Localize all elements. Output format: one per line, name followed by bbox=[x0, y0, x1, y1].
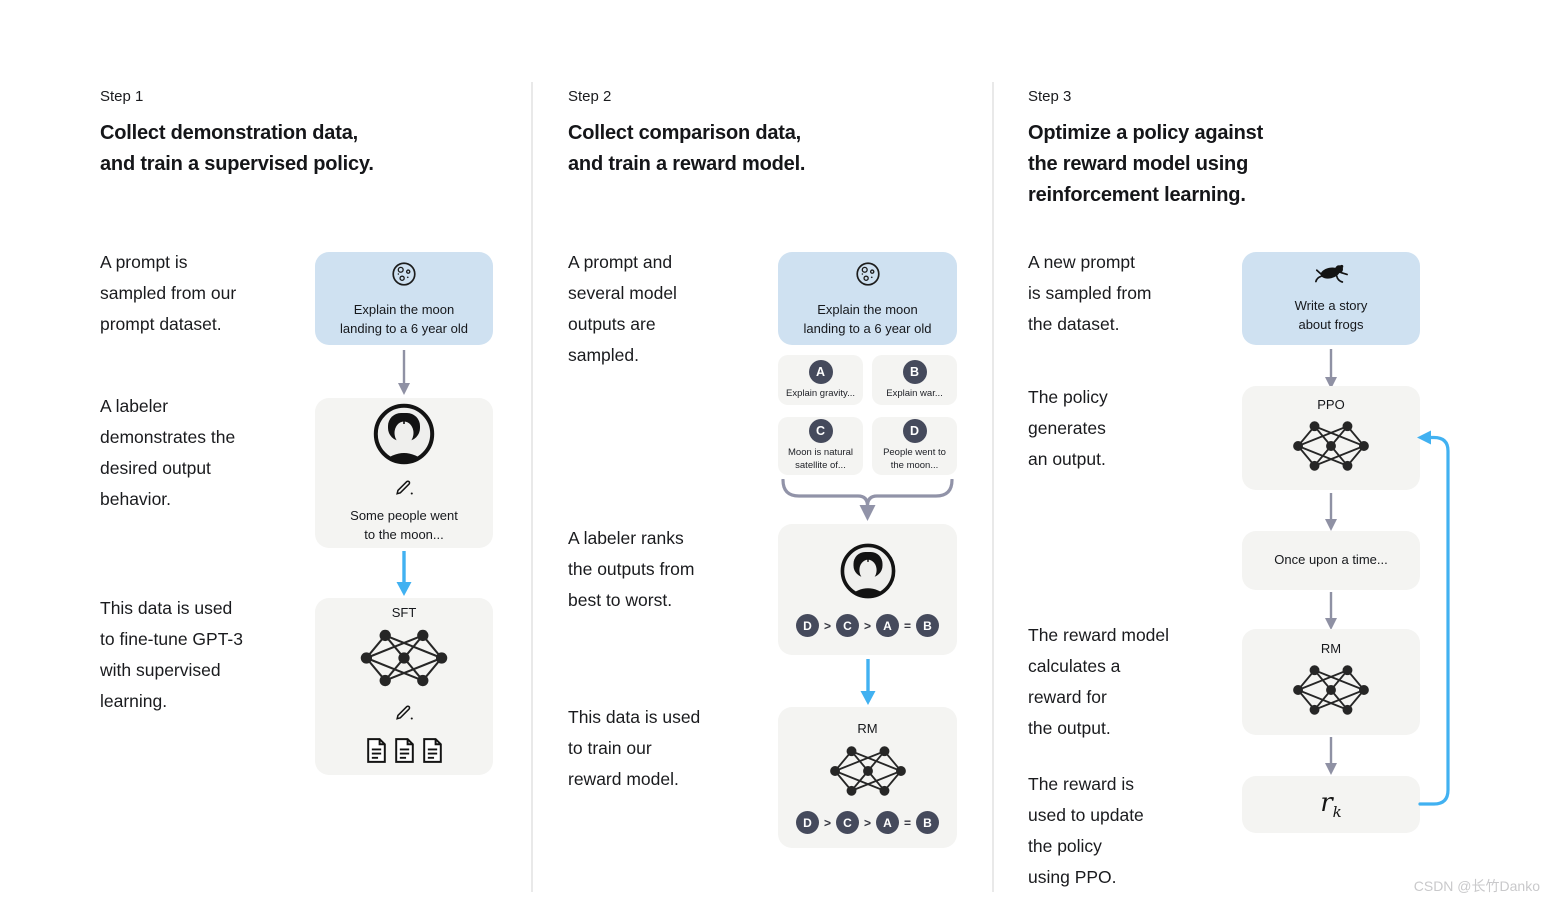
step1-caption-prompt: A prompt is sampled from our prompt data… bbox=[100, 252, 237, 334]
step1-caption-labeler: A labeler demonstrates the desired outpu… bbox=[100, 396, 236, 509]
arrow-down-icon bbox=[1325, 349, 1337, 389]
step3-prompt-box: Write a story about frogs bbox=[1242, 252, 1420, 345]
step2-caption-rank: A labeler ranks the outputs from best to… bbox=[568, 528, 695, 610]
rank-separator: > bbox=[863, 815, 871, 830]
brace-merge-arrow-icon bbox=[781, 479, 954, 521]
step3-caption-prompt: A new prompt is sampled from the dataset… bbox=[1028, 252, 1152, 334]
rank-item: D bbox=[795, 811, 819, 834]
output-badge: D bbox=[902, 419, 927, 444]
step3-reward-box: rk bbox=[1242, 776, 1420, 833]
output-card-d: D People went to the moon... bbox=[872, 417, 957, 475]
rm-label: RM bbox=[1320, 641, 1342, 656]
sft-label: SFT bbox=[391, 604, 417, 620]
step2-title: Collect comparison data, and train a rew… bbox=[568, 122, 806, 175]
neural-network-icon bbox=[1289, 662, 1373, 723]
output-card-a: A Explain gravity... bbox=[778, 355, 863, 405]
ranking-row: D > C > A = B bbox=[795, 614, 940, 637]
step3-output-text: Once upon a time... bbox=[1274, 552, 1388, 568]
watermark-text: CSDN @长竹Danko bbox=[1413, 878, 1540, 894]
output-caption: People went to the moon... bbox=[883, 447, 946, 471]
document-icon bbox=[421, 737, 444, 769]
step3-rm-model-box: RM bbox=[1242, 629, 1420, 735]
arrow-down-blue-icon bbox=[860, 659, 876, 705]
output-card-b: B Explain war... bbox=[872, 355, 957, 405]
output-badge: B bbox=[902, 359, 927, 384]
ppo-label: PPO bbox=[1317, 397, 1345, 412]
neural-network-icon bbox=[825, 743, 911, 804]
pencil-icon bbox=[394, 701, 415, 727]
document-icon bbox=[365, 737, 388, 769]
rank-item: C bbox=[835, 811, 859, 834]
rm-label: RM bbox=[857, 721, 878, 736]
reward-value: rk bbox=[1320, 787, 1342, 822]
arrow-down-icon bbox=[398, 350, 410, 395]
step1-prompt-box: Explain the moon landing to a 6 year old bbox=[315, 252, 493, 345]
step1-labeler-output: Some people went to the moon... bbox=[350, 507, 458, 542]
rank-item: B bbox=[916, 614, 940, 637]
column-divider bbox=[531, 82, 533, 892]
documents-row bbox=[365, 737, 444, 769]
labeler-avatar-icon bbox=[372, 402, 436, 471]
neural-network-icon bbox=[357, 626, 451, 695]
arrow-down-icon bbox=[1325, 493, 1337, 531]
step3-title: Optimize a policy against the reward mod… bbox=[1028, 122, 1264, 206]
step3-ppo-model-box: PPO bbox=[1242, 386, 1420, 490]
rank-item: A bbox=[876, 614, 899, 637]
step3-caption-reward: The reward model calculates a reward for… bbox=[1028, 625, 1170, 738]
step1-prompt-text: Explain the moon landing to a 6 year old bbox=[340, 301, 468, 336]
pencil-icon bbox=[394, 476, 415, 502]
arrow-down-blue-icon bbox=[396, 551, 412, 596]
neural-network-icon bbox=[1289, 418, 1373, 479]
output-caption: Explain gravity... bbox=[786, 387, 855, 399]
step1-sft-model-box: SFT bbox=[315, 598, 493, 775]
arrow-down-icon bbox=[1325, 737, 1337, 775]
rank-separator: > bbox=[823, 815, 831, 830]
step2-label: Step 2 bbox=[568, 88, 612, 105]
step2-rm-model-box: RM D > C > A = B bbox=[778, 707, 957, 848]
output-caption: Explain war... bbox=[886, 387, 943, 399]
arrow-down-icon bbox=[1325, 592, 1337, 630]
moon-icon bbox=[389, 259, 419, 294]
rank-item: D bbox=[795, 614, 819, 637]
column-divider bbox=[992, 82, 994, 892]
step1-title: Collect demonstration data, and train a … bbox=[100, 122, 374, 175]
step3-caption-update: The reward is used to update the policy … bbox=[1028, 774, 1144, 887]
rank-item: C bbox=[835, 614, 859, 637]
moon-icon bbox=[853, 259, 883, 294]
step3-label: Step 3 bbox=[1028, 88, 1072, 105]
step2-caption-prompt: A prompt and several model outputs are s… bbox=[568, 252, 677, 365]
step2-prompt-box: Explain the moon landing to a 6 year old bbox=[778, 252, 957, 345]
feedback-loop-arrow-icon bbox=[1417, 430, 1450, 806]
rank-item: A bbox=[876, 811, 899, 834]
document-icon bbox=[393, 737, 416, 769]
step2-prompt-text: Explain the moon landing to a 6 year old bbox=[803, 301, 932, 336]
frog-icon bbox=[1314, 262, 1348, 290]
rank-separator: = bbox=[904, 618, 912, 633]
output-card-c: C Moon is natural satellite of... bbox=[778, 417, 863, 475]
ranking-row: D > C > A = B bbox=[795, 811, 940, 834]
rank-separator: = bbox=[904, 815, 912, 830]
rank-separator: > bbox=[823, 618, 831, 633]
step1-labeler-box: Some people went to the moon... bbox=[315, 398, 493, 548]
step2-caption-data: This data is used to train our reward mo… bbox=[568, 707, 701, 789]
rank-item: B bbox=[916, 811, 940, 834]
output-badge: A bbox=[808, 359, 833, 384]
step3-output-box: Once upon a time... bbox=[1242, 531, 1420, 590]
step3-caption-policy: The policy generates an output. bbox=[1028, 387, 1108, 469]
step2-labeler-box: D > C > A = B bbox=[778, 524, 957, 655]
output-caption: Moon is natural satellite of... bbox=[788, 447, 853, 471]
step1-caption-data: This data is used to fine-tune GPT-3 wit… bbox=[100, 598, 243, 711]
step3-prompt-text: Write a story about frogs bbox=[1294, 298, 1368, 332]
step1-label: Step 1 bbox=[100, 88, 144, 105]
labeler-avatar-icon bbox=[839, 542, 897, 605]
output-badge: C bbox=[808, 419, 833, 444]
rank-separator: > bbox=[863, 618, 871, 633]
